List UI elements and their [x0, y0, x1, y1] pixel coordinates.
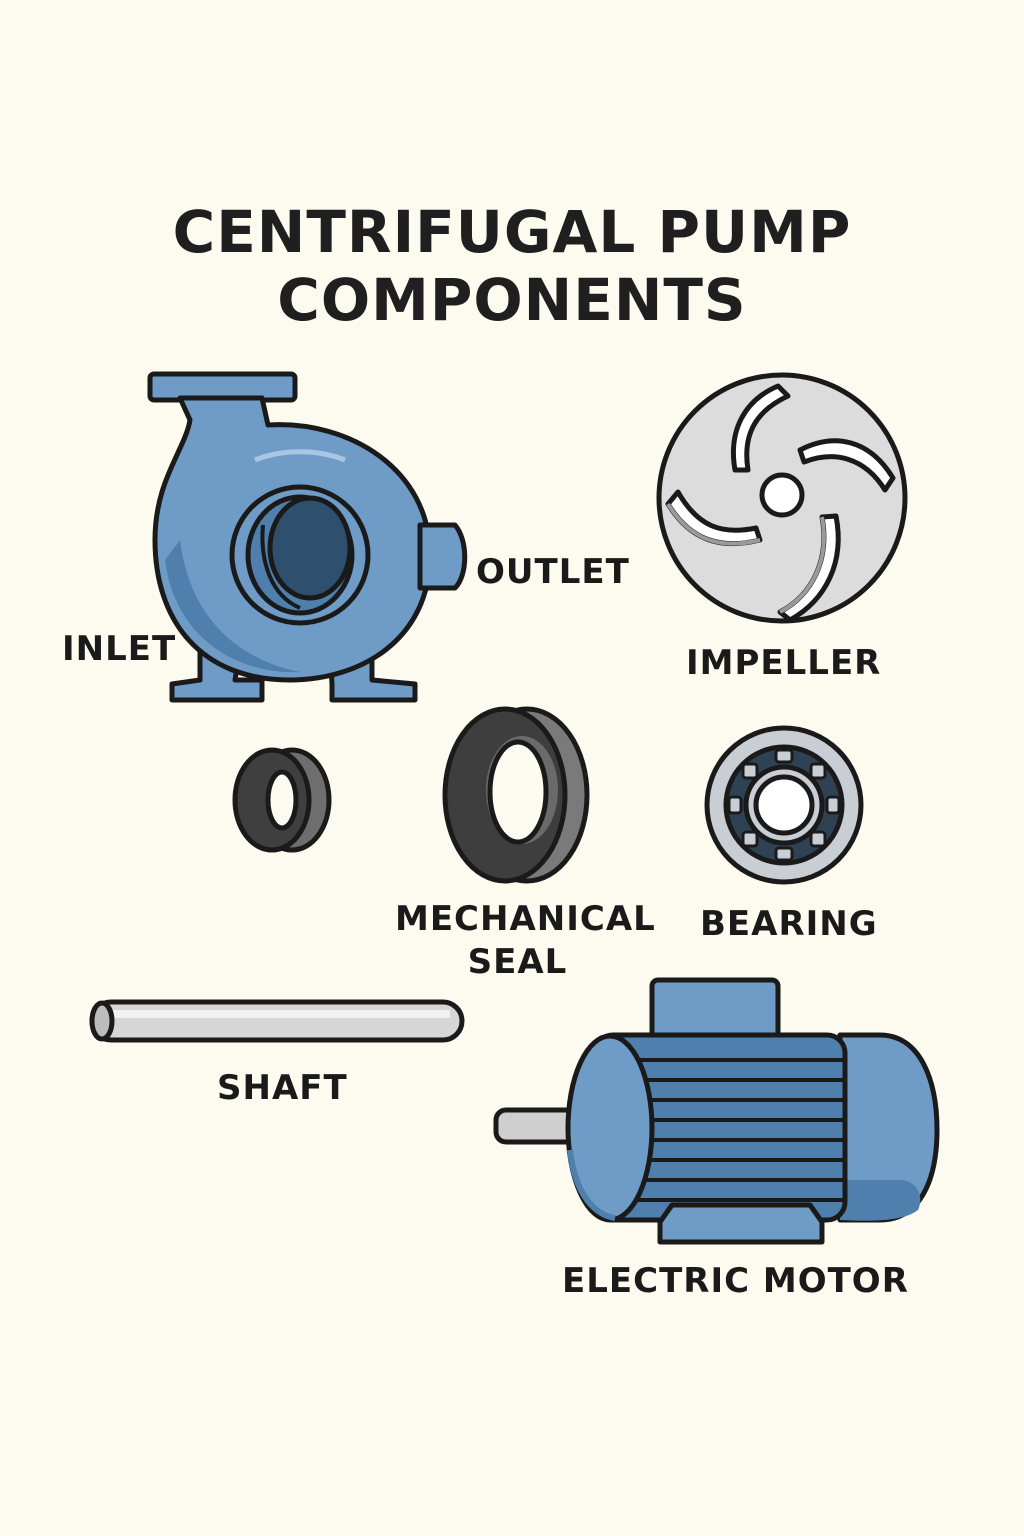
title-line-1: CENTRIFUGAL PUMP: [172, 198, 852, 266]
pump-casing-icon: [147, 371, 468, 703]
label-bearing: BEARING: [700, 904, 878, 944]
label-inlet: INLET: [62, 629, 177, 669]
label-mechanical-seal-line1: MECHANICAL: [395, 899, 656, 939]
label-impeller: IMPELLER: [686, 643, 882, 683]
shaft-icon: [89, 999, 465, 1043]
bearing-icon: [704, 725, 864, 885]
title-line-2: COMPONENTS: [277, 266, 747, 334]
label-outlet: OUTLET: [476, 552, 630, 592]
mechanical-seal-icon: [442, 706, 590, 884]
label-shaft: SHAFT: [217, 1068, 348, 1108]
label-electric-motor: ELECTRIC MOTOR: [562, 1261, 909, 1301]
electric-motor-icon: [493, 977, 940, 1245]
small-seal-ring-icon: [232, 747, 332, 853]
label-mechanical-seal: MECHANICAL SEAL: [395, 898, 656, 983]
label-mechanical-seal-line2: SEAL: [467, 941, 568, 982]
impeller-icon: [656, 372, 908, 624]
